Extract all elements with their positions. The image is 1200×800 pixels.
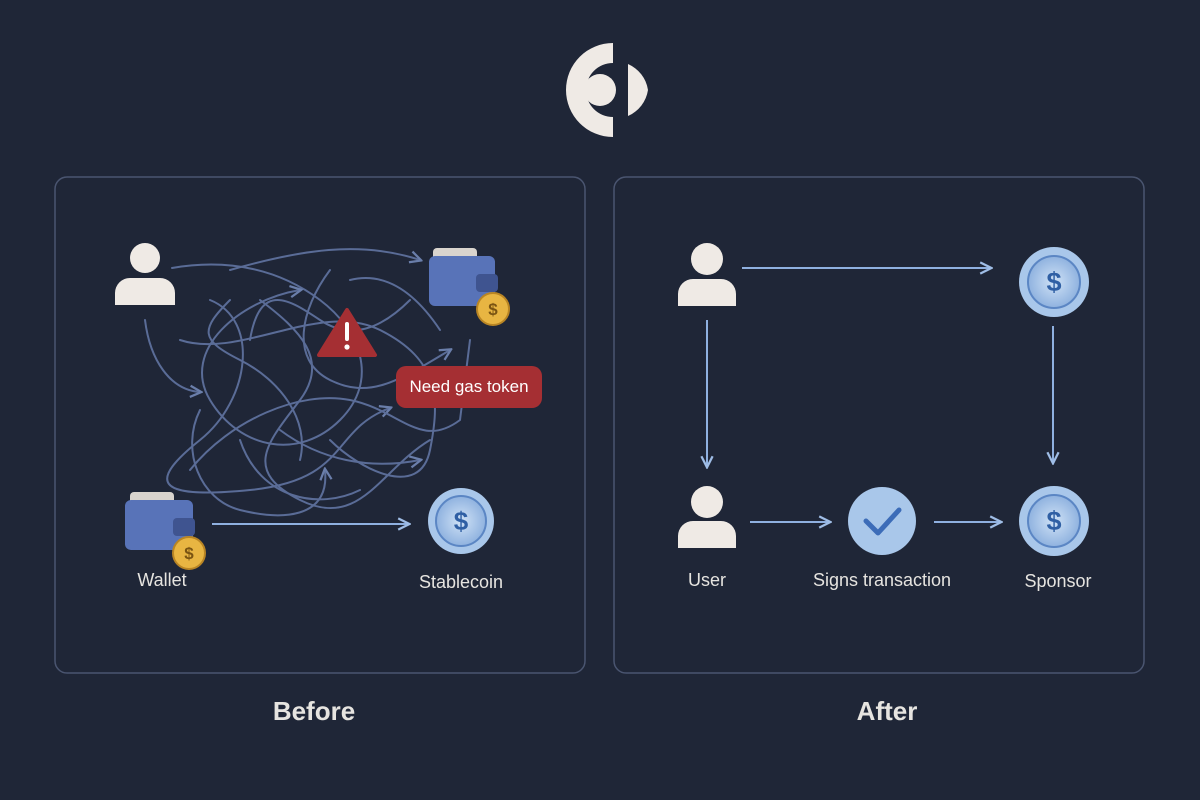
svg-text:$: $ (1046, 267, 1061, 297)
sponsor-coin-icon: $ (1019, 486, 1089, 556)
after-caption: After (856, 696, 918, 726)
wallet-icon: $ (429, 248, 510, 326)
before-caption: Before (272, 696, 356, 726)
stablecoin-icon: $ (428, 488, 494, 554)
user-icon (115, 243, 175, 305)
user-label: User (687, 570, 727, 590)
stablecoin-label: Stablecoin (418, 572, 504, 592)
dollar-coin-icon: $ (1019, 247, 1089, 317)
before-panel (54, 176, 586, 674)
ring-logo-icon (566, 43, 648, 137)
warning-triangle-icon (317, 308, 377, 357)
wallet-label: Wallet (137, 570, 187, 590)
tangled-flow-lines (144, 248, 471, 517)
svg-text:$: $ (488, 300, 498, 319)
svg-text:$: $ (1046, 506, 1061, 536)
after-panel (613, 176, 1145, 674)
svg-text:$: $ (184, 544, 194, 563)
user-icon (678, 243, 736, 306)
sponsor-label: Sponsor (1024, 571, 1092, 591)
signs-transaction-label: Signs transaction (812, 570, 952, 590)
wallet-icon: $ (125, 492, 206, 570)
user-icon (678, 486, 736, 548)
need-gas-token-badge: Need gas token (396, 366, 542, 408)
checkmark-icon (848, 487, 916, 555)
svg-text:$: $ (454, 506, 469, 536)
